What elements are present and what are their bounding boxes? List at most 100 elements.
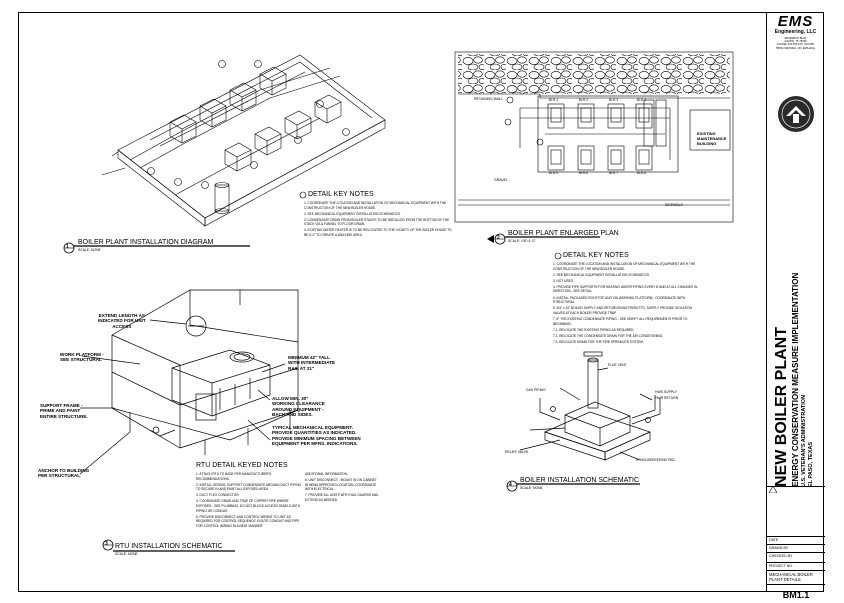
installation-diagram-art [101,54,386,227]
plan-boiler-tag: BLR-5 [549,171,559,175]
callout-min-42: MINIMUM 42" TALL WITH INTERMEDIATE RAIL … [288,355,336,371]
project-client: U.S. VETERAN'S ADMINISTRATION [801,394,807,487]
note-item: 4. EXISTING WATER HEATER IS TO BE RELOCA… [304,228,452,238]
boiler-iso-box [259,66,287,96]
note-item: 1. COORDINATE THE LOCATION AND INSTALLAT… [553,262,696,271]
callout-support-frame: SUPPORT FRAME - PRIME AND PAINT ENTIRE S… [40,403,88,419]
boiler-iso-box [229,82,257,112]
boiler-iso-box [284,110,312,140]
detail-notes-1-heading: DETAIL KEY NOTES [308,191,374,198]
firm-name: EMS [777,13,814,30]
callout-allow-30: ALLOW MIN. 30" WORKING CLEARANCE AROUND … [272,396,325,418]
enlarged-plan-art [454,51,734,223]
plan-label-sidewalk: SIDEWALK [665,203,683,207]
plan-boiler [577,145,595,171]
revision-block [767,486,825,536]
note-item: 3. NOT USED. [553,278,574,283]
note-item: 4. COORDINATE DRAIN AND TRAP OF COPPER P… [196,499,301,513]
note-item: 7.3. RELOCATE DRAIN FOR THE FIRE SPRINKL… [553,339,644,344]
sheet-number: BM1.1 [767,584,825,603]
firm-subtitle: Engineering, LLC [774,29,817,35]
note-item: 5. INSTALL PACKAGED ROOFTOP UNIT ON WORK… [553,295,686,305]
project-title-vertical: NEW BOILER PLANT ENERGY CONSERVATION MEA… [771,197,821,487]
note-item: 3. CONDENSATE DRAIN FROM BOILER STACKS T… [304,217,450,227]
project-subtitle: ENERGY CONSERVATION MEASURE IMPLEMENTATI… [791,272,800,487]
view-2-title: BOILER PLANT ENLARGED PLAN [508,230,619,237]
boiler-iso-box [169,114,197,144]
view-1-scale: SCALE: NONE [78,248,101,252]
note-item: 7.1. RELOCATE THE EXISTING PIPING AS REQ… [553,327,635,332]
view-4-title: BOILER INSTALLATION SCHEMATIC [520,477,640,484]
rtu-notes-col1: 1. ATTACH RTU TO BASE PER MANUFACTURER'S… [196,472,301,530]
revision-triangle-icon [769,486,777,493]
note-item: ADDITIONAL INFORMATION. [305,472,348,476]
boiler-callout-hws: HWS SUPPLY [655,390,677,394]
view-3-scale: SCALE: NONE [115,552,138,556]
detail-notes-2-list: 1. COORDINATE THE LOCATION AND INSTALLAT… [553,262,703,346]
note-item: 2. SEE MECHANICAL EQUIPMENT INSTALLATION… [553,272,650,277]
date-cell: DATE [767,536,825,544]
plan-boiler [577,103,595,129]
view-1-title: BOILER PLANT INSTALLATION DIAGRAM [78,239,214,246]
view-2-number: 2 [497,235,500,241]
plan-boiler [635,145,653,171]
view-4-bubble [506,480,640,492]
view-2-bubble [487,233,600,245]
boiler-iso-box [254,126,282,156]
view-3-title: RTU INSTALLATION SCHEMATIC [115,543,223,550]
view-3-bubble [102,539,235,552]
note-item: 2. SEE MECHANICAL EQUIPMENT INSTALLATION… [304,211,401,216]
detail-notes-1-list: 1. COORDINATE THE LOCATION AND INSTALLAT… [304,201,452,239]
boiler-callout-hwr: HWR RETURN [655,396,679,400]
plan-boiler-tag: BLR-4 [637,98,647,102]
note-item: 7.2. RELOCATE THE CONDENSATE DRAIN FOR T… [553,333,664,338]
callout-typical: TYPICAL MECHANICAL EQUIPMENT. PROVIDE QU… [272,425,361,447]
project-title: NEW BOILER PLANT [773,327,790,487]
callout-extend-length: EXTEND LENGTH AS INDICATED FOR UNIT ACCE… [98,313,146,329]
boiler-callout-pad: 4" HOUSEKEEPING PAD [636,458,675,462]
va-seal-icon [778,96,814,132]
callout-work-platform: WORK PLATFORM - SEE STRUCTURAL [60,352,104,363]
plan-boiler [547,103,565,129]
note-item: 5. PROVIDE DISCONNECT AND CONTROL WIRING… [196,514,300,528]
note-item: 1. ATTACH RTU TO BASE PER MANUFACTURER'S… [196,472,272,481]
callout-anchor: ANCHOR TO BUILDING PER STRUCTURAL [38,468,90,479]
rtu-schematic-art [79,289,299,475]
plan-label-existing-building: EXISTING MAINTENANCE BUILDING [697,131,727,146]
plan-boiler [607,103,625,129]
boiler-callout-gas: GAS PIPING [526,388,546,392]
firm-address-line: RESEARCH BLVD [784,37,807,40]
checked-cell: CHECKED BY [767,552,825,562]
boiler-iso-box [199,98,227,128]
plan-label-gravel: GRAVEL [494,178,508,182]
plan-boiler-tag: BLR-8 [637,171,647,175]
note-item: 1. COORDINATE THE LOCATION AND INSTALLAT… [304,201,447,210]
plan-boiler-tag: BLR-3 [609,98,619,102]
drawn-cell: DRAWN BY [767,544,825,552]
plan-boiler [547,145,565,171]
boiler-schematic-art [519,351,661,461]
plan-boiler-tag: BLR-2 [579,98,589,102]
note-item: 7. IF THE EXISTING CONDENSATE PIPING - S… [553,316,688,326]
boiler-callout-relief: RELIEF VALVE [505,450,529,454]
view-2-scale: SCALE: 1/8"=1'-0" [508,239,536,243]
boiler-iso-box [224,142,252,172]
plan-boiler-tag: BLR-7 [609,171,619,175]
view-1-number: 1 [66,244,69,250]
note-item: 7. PROVIDE ALL UNITS WITH HAIL GUARDS AN… [305,493,379,502]
note-item: 6. UNIT DISCONNECT - MOUNT IN ON CABINET… [305,478,377,492]
view-4-number: 4 [509,482,512,488]
note-item: 2. INSTALL SEISMIC SUPPORT CONDENSATE AR… [196,482,301,492]
plan-boiler-tag: BLR-1 [549,98,559,102]
firm-address-line: AUSTIN, TX 78759 [784,40,807,44]
sheet-description: MECHANICAL BOILER PLANT DETAILS [767,570,825,584]
note-item: 6. 3/4" x 10" BOILER SUPPLY AND RETURN R… [553,306,692,315]
view-1-bubble [63,242,250,254]
plan-boiler [607,145,625,171]
view-3-number: 3 [105,541,108,547]
plan-label-retaining-wall: RETAINING WALL [474,97,504,101]
